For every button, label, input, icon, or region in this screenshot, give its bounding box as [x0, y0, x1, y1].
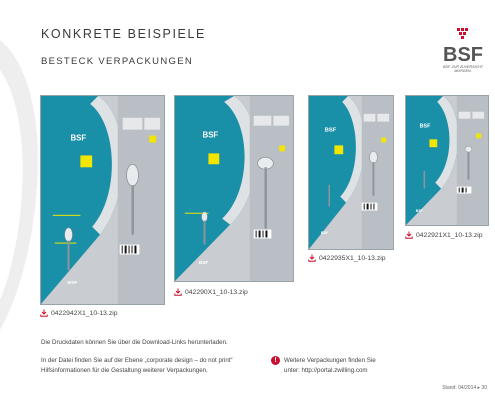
- download-link-1[interactable]: 0422942X1_10-13.zip: [40, 309, 118, 317]
- download-icon: [405, 231, 413, 239]
- download-link-3[interactable]: 0422935X1_10-13.zip: [308, 254, 386, 262]
- package-artwork: BSF BSF: [309, 96, 393, 249]
- package-logo: BSF: [203, 131, 219, 140]
- package-logo: BSF: [325, 128, 337, 134]
- bsf-logo: BSF: [443, 28, 483, 64]
- package-preview-1[interactable]: BSF BSF: [40, 95, 165, 305]
- download-link-4[interactable]: 0422921X1_10-13.zip: [405, 231, 483, 239]
- package-artwork: BSF BSF: [41, 96, 164, 304]
- corporate-note-line-2: Hilfsinformationen für die Gestaltung we…: [41, 366, 208, 374]
- corporate-design-note: In der Datei finden Sie auf der Ebene „c…: [41, 356, 261, 375]
- download-filename: 0422921X1_10-13.zip: [416, 231, 483, 239]
- package-logo: BSF: [71, 134, 87, 143]
- package-logo-small: BSF: [68, 280, 78, 286]
- more-note-line-1: Weitere Verpackungen finden Sie: [284, 357, 376, 364]
- package-preview-2[interactable]: BSF BSF: [174, 95, 294, 282]
- download-note: Die Druckdaten können Sie über die Downl…: [41, 339, 228, 346]
- download-filename: 042290X1_10-13.zip: [185, 288, 248, 296]
- page-title: KONKRETE BEISPIELE: [41, 27, 206, 41]
- package-logo-small: BSF: [321, 230, 329, 235]
- download-icon: [40, 309, 48, 317]
- logo-text: BSF: [443, 44, 483, 64]
- package-logo-small: BSF: [199, 260, 209, 266]
- page-subtitle: BESTECK VERPACKUNGEN: [41, 56, 193, 67]
- package-preview-4[interactable]: BSF BSF: [405, 95, 489, 226]
- package-logo: BSF: [420, 123, 431, 129]
- download-icon: [308, 254, 316, 262]
- package-logo-small: BSF: [416, 209, 423, 213]
- download-link-2[interactable]: 042290X1_10-13.zip: [174, 288, 248, 296]
- package-artwork: BSF BSF: [175, 96, 293, 281]
- portal-link[interactable]: unter: http://portal.zwilling.com: [284, 366, 368, 374]
- download-filename: 0422935X1_10-13.zip: [319, 254, 386, 262]
- more-packages-note: ! Weitere Verpackungen finden Sie unter:…: [271, 356, 376, 375]
- logo-tagline: BSF. ZUR ZUVERSICHT MORGEN.: [443, 65, 483, 73]
- exclamation-icon: !: [271, 356, 280, 365]
- download-filename: 0422942X1_10-13.zip: [51, 309, 118, 317]
- package-preview-3[interactable]: BSF BSF: [308, 95, 394, 250]
- download-icon: [174, 288, 182, 296]
- page-footer: Stand: 04/2014 ▸ 30: [442, 385, 487, 391]
- corporate-note-line-1: In der Datei finden Sie auf der Ebene „c…: [41, 357, 233, 364]
- package-artwork: BSF BSF: [406, 96, 488, 225]
